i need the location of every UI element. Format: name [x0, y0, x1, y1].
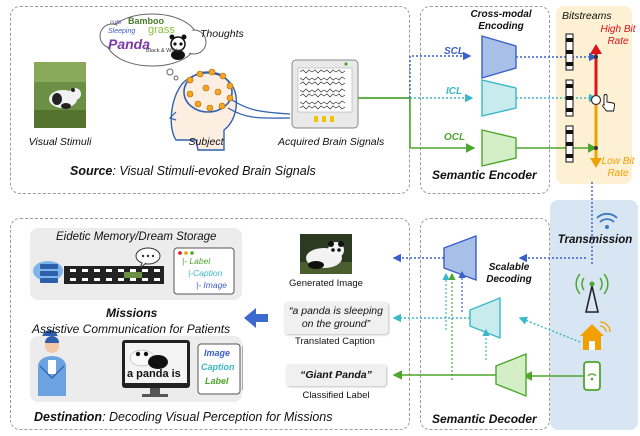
memory-list-label-text: Label	[189, 256, 211, 266]
icl-encoder-block	[481, 79, 517, 117]
panda-icon	[169, 34, 187, 60]
memory-list-image: |- Image	[196, 280, 228, 290]
cloud-words: cute Bamboo Sleeping grass Panda Black &…	[106, 16, 198, 58]
bitstream-bars	[565, 33, 574, 163]
bit-rate-slider[interactable]	[590, 44, 602, 168]
assist-list-box	[197, 343, 241, 395]
memory-list-caption: |-Caption	[188, 268, 223, 278]
destination-title-bold: Destination	[34, 410, 103, 424]
antenna-tower-icon	[575, 273, 609, 313]
caption-decoder-block	[469, 296, 501, 340]
label-decoder-block	[495, 352, 527, 398]
doctor-icon	[38, 336, 66, 396]
memory-list-caption-text: Caption	[193, 268, 223, 278]
screen-text: a panda is	[127, 368, 181, 380]
subject-head-icon	[168, 68, 291, 151]
display-monitor-icon	[122, 340, 190, 397]
source-title-rest: : Visual Stimuli-evoked Brain Signals	[112, 164, 316, 178]
image-decoder-block	[443, 234, 477, 282]
cloud-word-black-white: Black & White	[146, 48, 181, 54]
cloud-word-bamboo: Bamboo	[128, 16, 164, 26]
icl-label: ICL	[446, 86, 463, 97]
classified-label-label: Classified Label	[302, 390, 370, 401]
memory-window-icon	[173, 247, 235, 295]
server-cloud-icon	[33, 261, 63, 283]
encoder-panel	[420, 6, 550, 194]
speech-bubble-icon	[135, 247, 161, 269]
semantic-encoder-title: Semantic Encoder	[432, 168, 537, 182]
hand-pointer-icon	[602, 94, 616, 112]
translated-caption-label: Translated Caption	[295, 336, 375, 347]
classified-label-text: “Giant Panda”	[300, 369, 372, 381]
transmission-title: Transmission	[557, 234, 633, 246]
translated-caption-box: “a panda is sleeping on the ground”	[284, 302, 388, 334]
assist-title: Assistive Communication for Patients	[32, 322, 231, 336]
memory-list-image-text: Image	[203, 280, 228, 290]
generated-image-label: Generated Image	[289, 278, 363, 289]
signals-label: Acquired Brain Signals	[278, 136, 385, 148]
cloud-word-grass: grass	[148, 24, 175, 36]
visual-stimuli-label: Visual Stimuli	[28, 136, 92, 148]
memory-storage-title: Eidetic Memory/Dream Storage	[56, 231, 217, 243]
scl-label: SCL	[444, 46, 464, 57]
missions-label: Missions	[106, 306, 158, 320]
visual-stimuli-image	[34, 62, 86, 128]
signal-monitor-icon	[291, 59, 359, 129]
cloud-word-panda: Panda	[108, 36, 151, 52]
bitstreams-title: Bitstreams	[562, 10, 612, 22]
destination-title: Destination: Decoding Visual Perception …	[34, 410, 333, 424]
missions-arrow-icon	[244, 308, 268, 328]
generated-image	[300, 234, 352, 274]
source-title: Source: Visual Stimuli-evoked Brain Sign…	[70, 164, 316, 178]
subject-label: Subject	[188, 136, 224, 148]
cloud-word-sleeping: Sleeping	[108, 28, 136, 35]
film-strip-icon	[64, 266, 164, 284]
wifi-icon	[596, 212, 618, 229]
low-bit-rate-label: Low Bit Rate	[601, 156, 635, 179]
decoder-panel	[420, 218, 550, 430]
assist-list-label: Label	[205, 376, 229, 386]
transmission-box	[550, 200, 638, 430]
cross-modal-encoding-label: Cross-modal Encoding	[470, 9, 532, 32]
memory-list-label: |- Label	[182, 256, 211, 266]
cloud-word-cute: cute	[110, 20, 122, 26]
semantic-decoder-title: Semantic Decoder	[432, 412, 537, 426]
destination-panel	[10, 218, 410, 430]
source-title-bold: Source	[70, 164, 113, 178]
high-bit-rate-label: High Bit Rate	[600, 24, 636, 47]
scalable-decoding-label: Scalable Decoding	[486, 262, 532, 285]
classified-label-box: “Giant Panda”	[286, 364, 386, 386]
translated-caption-text: “a panda is sleeping on the ground”	[289, 305, 383, 330]
thoughts-label: Thoughts	[200, 28, 244, 40]
assist-list-caption: Caption	[201, 362, 235, 372]
home-router-icon	[580, 321, 611, 350]
ocl-label: OCL	[444, 132, 466, 143]
ocl-encoder-block	[481, 129, 517, 167]
assist-list-image: Image	[204, 348, 231, 358]
scl-encoder-block	[481, 35, 517, 79]
destination-title-rest: : Decoding Visual Perception for Mission…	[102, 410, 333, 424]
